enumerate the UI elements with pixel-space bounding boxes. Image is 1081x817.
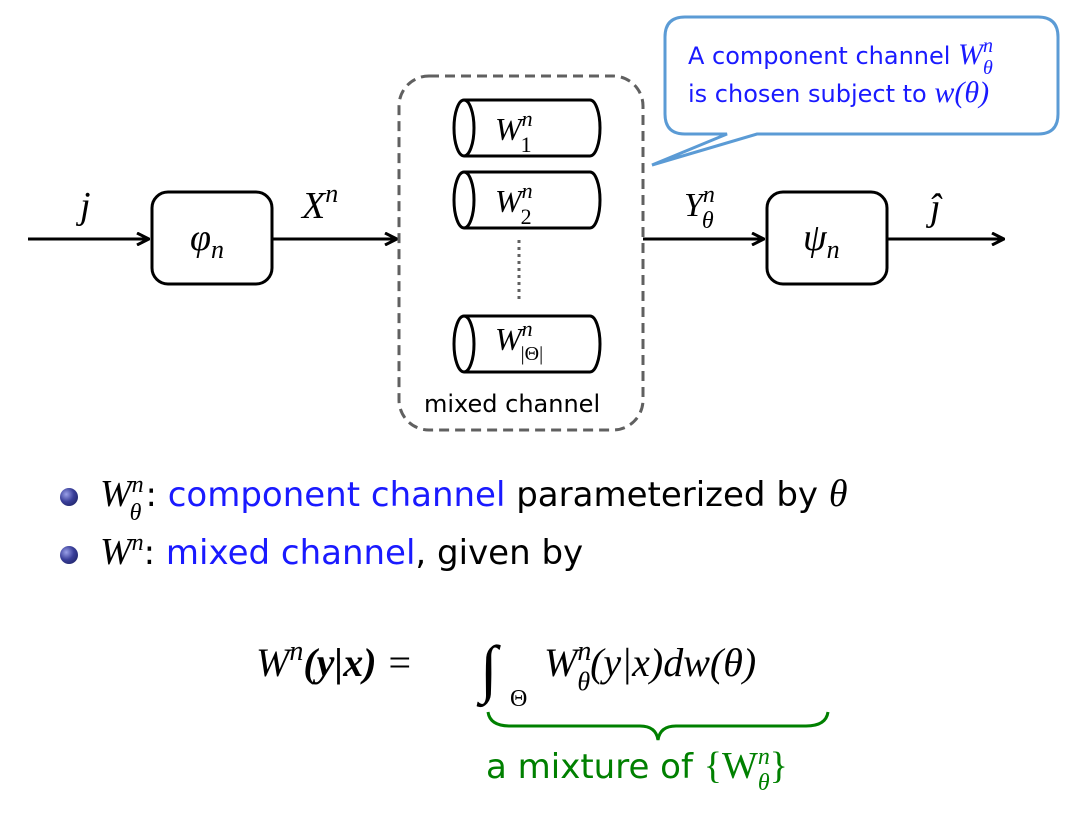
equation-lhs: Wn(y|x)= <box>256 636 411 685</box>
channel-cylinder-n <box>452 314 602 374</box>
bullet-item-mixed: Wn: mixed channel, given by <box>60 526 1060 584</box>
callout-bubble <box>651 15 1060 167</box>
encoder-label: φn <box>190 217 224 264</box>
input-label: j <box>75 185 91 227</box>
mixed-channel-box <box>397 74 645 432</box>
channel-n-label: Wn|Θ| <box>495 316 543 365</box>
encoder-output-label: Xn <box>300 179 338 227</box>
mixed-channel-label: mixed channel <box>424 390 600 418</box>
bullet-icon <box>60 488 78 506</box>
output-label: ĵ <box>925 187 943 229</box>
equation-integral-sub: Θ <box>510 686 527 712</box>
bullet-item-component: Wnθ: component channel parameterized by … <box>60 468 1060 526</box>
decoder-label: ψn <box>803 217 840 264</box>
equation-integral: ∫ <box>476 633 501 708</box>
callout-line-2: is chosen subject to w(θ) <box>688 76 989 109</box>
channel-cylinder-2 <box>452 170 602 230</box>
equation-underbrace <box>486 711 830 741</box>
bullet-icon <box>60 546 78 564</box>
bullet-list: Wnθ: component channel parameterized by … <box>60 468 1060 584</box>
channel-cylinder-1 <box>452 98 602 158</box>
